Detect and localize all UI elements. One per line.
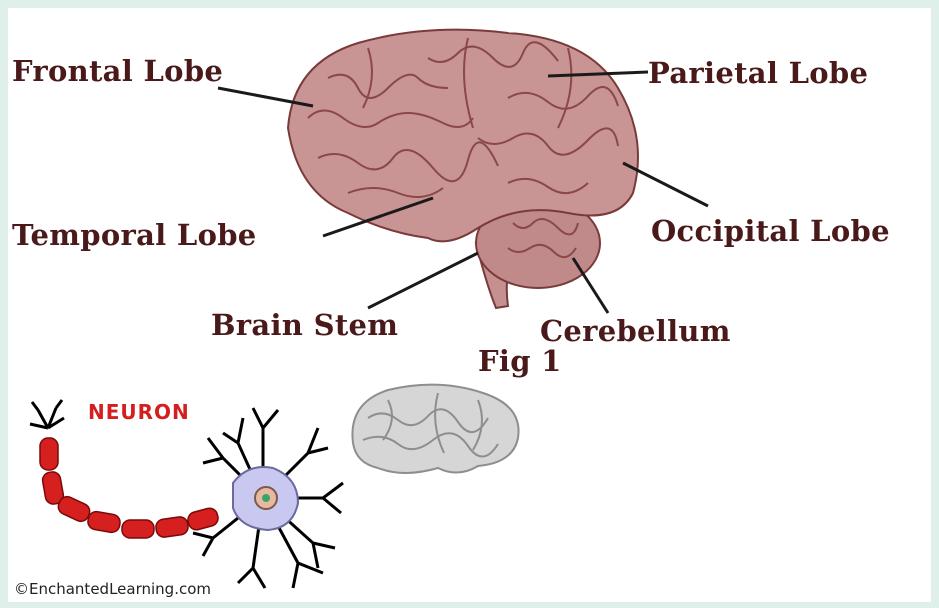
label-cerebellum: Cerebellum xyxy=(540,314,731,348)
cerebrum-shape xyxy=(288,30,638,242)
neuron-title: NEURON xyxy=(88,400,190,424)
label-brain-stem: Brain Stem xyxy=(211,308,398,342)
label-temporal-lobe: Temporal Lobe xyxy=(12,218,257,252)
label-occipital-lobe: Occipital Lobe xyxy=(651,214,890,248)
small-grey-brain xyxy=(352,385,518,473)
figure-caption: Fig 1 xyxy=(478,344,562,378)
label-parietal-lobe: Parietal Lobe xyxy=(648,56,868,90)
neuron-illustration xyxy=(30,400,343,588)
label-frontal-lobe: Frontal Lobe xyxy=(12,54,223,88)
figure-panel: Frontal Lobe Parietal Lobe Temporal Lobe… xyxy=(8,8,931,602)
credit-text: ©EnchantedLearning.com xyxy=(14,580,211,598)
brain-illustration xyxy=(8,8,931,602)
